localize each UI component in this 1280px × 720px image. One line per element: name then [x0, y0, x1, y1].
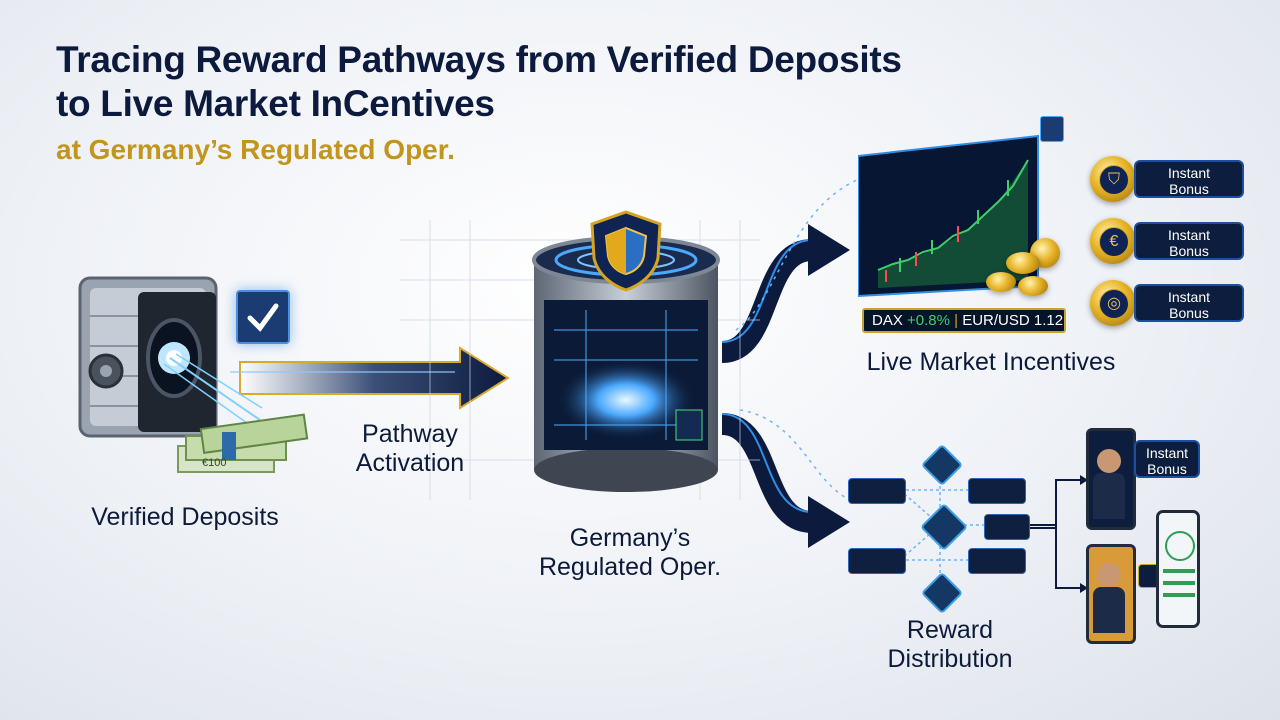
reward-app-line-1 — [1163, 569, 1195, 573]
presenter-suit — [1093, 473, 1125, 519]
distribution-node-4 — [968, 548, 1026, 574]
target-icon: ◎ — [1099, 289, 1129, 319]
ticker-fx-value: 1.12 — [1033, 312, 1064, 329]
distribution-bonus-bubble: Instant Bonus — [1134, 440, 1200, 478]
title-line-1: Tracing Reward Pathways from Verified De… — [56, 39, 902, 80]
page-subtitle: at Germany’s Regulated Oper. — [56, 134, 455, 165]
security-badge-icon — [1040, 116, 1064, 142]
user-phone-portrait — [1086, 544, 1136, 644]
bonus-2-line-1: Instant — [1167, 227, 1211, 243]
euro-cash-stack: €100 — [172, 410, 312, 480]
reward-distribution-label: Reward Distribution — [860, 616, 1040, 674]
distribution-node-5 — [984, 514, 1030, 540]
user-avatar — [1097, 563, 1121, 587]
live-market-label: Live Market Incentives — [866, 348, 1116, 376]
presenter-avatar — [1097, 449, 1121, 473]
pathway-activation-label: Pathway Activation — [330, 420, 490, 478]
verified-deposits-label: Verified Deposits — [91, 503, 279, 531]
ticker-fx-label: EUR/USD — [962, 312, 1030, 329]
reward-app-line-2 — [1163, 581, 1195, 585]
distribution-line-2: Distribution — [887, 645, 1013, 673]
market-ticker: DAX +0.8% | EUR/USD 1.12 — [862, 308, 1066, 333]
bonus-badge-2-text: Instant Bonus — [1134, 222, 1244, 260]
bonus-badge-3-text: Instant Bonus — [1134, 284, 1244, 322]
shield-icon: ⛉ — [1099, 165, 1129, 195]
bonus-coin-3: ◎ — [1090, 280, 1136, 326]
presenter-tablet — [1086, 428, 1136, 530]
activation-line-2: Activation — [355, 449, 465, 477]
activation-line-1: Pathway — [362, 420, 458, 448]
distribution-node-1 — [848, 478, 906, 504]
compliance-shield-icon — [588, 210, 664, 292]
bonus-badge-1-text: Instant Bonus — [1134, 160, 1244, 198]
distribution-node-3 — [848, 548, 906, 574]
bubble-line-1: Instant — [1145, 445, 1189, 461]
ticker-dax-label: DAX — [872, 312, 903, 329]
distribution-branch-arrows — [1030, 475, 1088, 593]
ticker-dax-change: +0.8% — [907, 312, 950, 329]
operator-line-1: Germany’s — [569, 524, 691, 552]
reward-app-icon — [1165, 531, 1195, 561]
gold-coin-stack-icon — [1006, 252, 1040, 274]
bonus-coin-1: ⛉ — [1090, 156, 1136, 202]
arrow-to-market — [720, 174, 871, 363]
verified-check-icon — [236, 290, 290, 344]
candlestick-chart-graphic — [857, 134, 1039, 298]
operator-line-2: Regulated Oper. — [538, 553, 722, 581]
page-title: Tracing Reward Pathways from Verified De… — [56, 38, 902, 126]
regulated-operator-label: Germany’s Regulated Oper. — [520, 524, 740, 582]
title-line-2: to Live Market InCentives — [56, 83, 495, 124]
distribution-line-1: Reward — [906, 616, 994, 644]
reward-app-line-3 — [1163, 593, 1195, 597]
bonus-1-line-2: Bonus — [1169, 181, 1209, 197]
bubble-line-2: Bonus — [1147, 461, 1187, 477]
bonus-1-line-1: Instant — [1167, 165, 1211, 181]
svg-text:€100: €100 — [202, 457, 226, 469]
bonus-3-line-1: Instant — [1167, 289, 1211, 305]
user-suit — [1093, 587, 1125, 633]
euro-coin-icon: € — [1099, 227, 1129, 257]
arrow-to-distribution — [720, 409, 851, 548]
scan-beams — [163, 353, 263, 429]
arrow-to-operator — [230, 346, 510, 410]
server-cylinder-icon — [532, 236, 720, 492]
gold-coin-stack-3-icon — [1018, 276, 1048, 296]
bonus-2-line-2: Bonus — [1169, 243, 1209, 259]
regulated-operator-server — [526, 210, 726, 500]
bonus-3-line-2: Bonus — [1169, 305, 1209, 321]
bonus-coin-2: € — [1090, 218, 1136, 264]
reward-app-phone — [1156, 510, 1200, 628]
market-chart-screen — [857, 120, 1058, 300]
distribution-node-2 — [968, 478, 1026, 504]
gold-coin-stack-2-icon — [986, 272, 1016, 292]
